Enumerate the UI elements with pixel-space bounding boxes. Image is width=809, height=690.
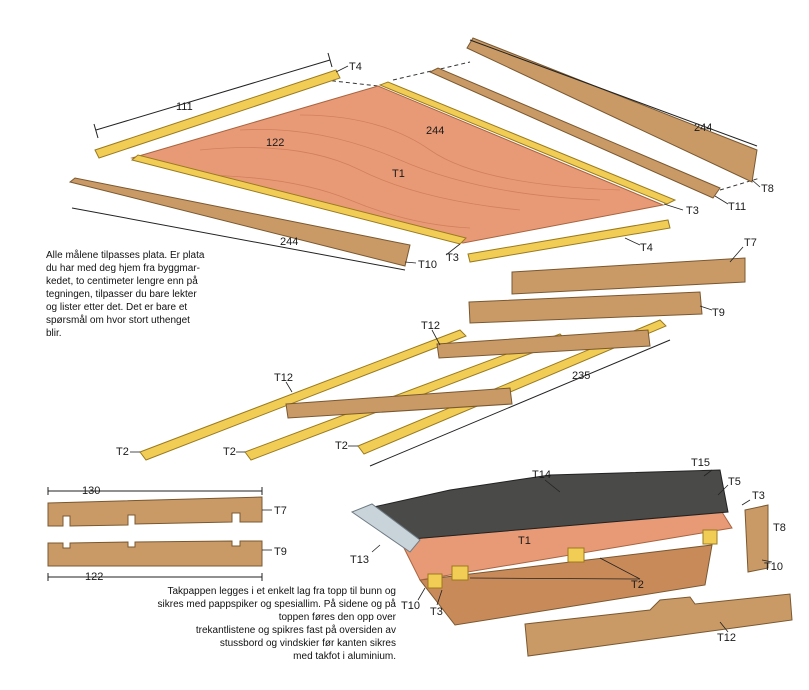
label-t3-lower-right: T3 xyxy=(752,490,765,502)
crossbar-t12-upper xyxy=(436,329,651,359)
block-t2-1 xyxy=(567,547,585,563)
leader-lines xyxy=(130,65,773,633)
label-t9: T9 xyxy=(712,307,725,319)
side-board-t8 xyxy=(744,504,769,573)
dim-235: 235 xyxy=(572,370,590,382)
label-t2-b: T2 xyxy=(223,446,236,458)
label-t8-top: T8 xyxy=(761,183,774,195)
block-t5 xyxy=(702,529,718,545)
note-line: spørsmål om hvor stort uthenget xyxy=(46,315,190,326)
finished-roof-detail xyxy=(350,469,769,626)
note-line: sikres med pappspiker og spesiallim. På … xyxy=(157,599,396,610)
profile-board-t7 xyxy=(47,496,263,527)
plywood-grain xyxy=(189,114,621,229)
block-t3 xyxy=(427,573,443,589)
label-t13: T13 xyxy=(350,554,369,566)
rafter-t2-c xyxy=(357,319,667,455)
label-t9-profile: T9 xyxy=(274,546,287,558)
block-t2-2 xyxy=(451,565,469,581)
board-t9 xyxy=(468,291,703,324)
label-t5: T5 xyxy=(728,476,741,488)
label-t15: T15 xyxy=(691,457,710,469)
label-t7-profile: T7 xyxy=(274,505,287,517)
alignment-lines xyxy=(324,61,761,191)
label-t12-lower: T12 xyxy=(717,632,736,644)
label-t1-lower: T1 xyxy=(518,535,531,547)
label-t10-lower-left: T10 xyxy=(401,600,420,612)
dim-122-plate: 122 xyxy=(266,137,284,149)
dim-130: 130 xyxy=(82,485,100,497)
note-line: stussbord og vindskier før kanten sikres xyxy=(219,638,396,649)
note-line: Alle målene tilpasses plata. Er plata xyxy=(46,250,205,261)
label-t4-top: T4 xyxy=(349,61,362,73)
note-line: og lister etter det. Det er bare et xyxy=(46,302,188,313)
label-t11: T11 xyxy=(728,201,746,213)
note-line: kedet, to centimeter lengre enn på xyxy=(46,276,198,287)
label-t10-left: T10 xyxy=(418,259,437,271)
dim-244-plate: 244 xyxy=(426,125,444,137)
note-line: med takfot i aluminium. xyxy=(293,651,396,662)
profile-board-t9 xyxy=(47,540,263,567)
note-line: toppen føres den opp over xyxy=(278,612,396,623)
board-t11 xyxy=(428,67,721,199)
label-t8-lower: T8 xyxy=(773,522,786,534)
note-line: du har med deg hjem fra byggmar- xyxy=(46,263,200,274)
lath-t4-bottom xyxy=(467,219,671,263)
lath-t3-right xyxy=(378,81,677,205)
dim-244-right: 244 xyxy=(694,122,712,134)
label-t14: T14 xyxy=(532,469,551,481)
lath-t3-bottom xyxy=(130,154,467,245)
label-t12-a: T12 xyxy=(421,320,440,332)
label-t1-upper: T1 xyxy=(392,168,405,180)
board-t10 xyxy=(68,177,411,267)
measurements-note: Alle målene tilpasses plata. Er plata du… xyxy=(46,249,226,340)
roofing-note: Takpappen legges i et enkelt lag fra top… xyxy=(140,585,396,663)
note-line: trekantlistene og spikres fast på oversi… xyxy=(195,625,396,636)
label-t3-upper-bottom: T3 xyxy=(446,252,459,264)
label-t12-b: T12 xyxy=(274,372,293,384)
note-line: tegningen, tilpasser du bare lekter xyxy=(46,289,197,300)
dim-244-left: 244 xyxy=(280,236,298,248)
label-t4-bottom: T4 xyxy=(640,242,653,254)
aluminium-drip-edge xyxy=(350,503,421,553)
label-t2-c: T2 xyxy=(335,440,348,452)
crossbar-t12-lower xyxy=(285,387,513,419)
rafter-frame xyxy=(139,319,667,461)
board-t8 xyxy=(466,37,758,183)
label-t2-a: T2 xyxy=(116,446,129,458)
label-t3-upper-right: T3 xyxy=(686,205,699,217)
dimension-lines xyxy=(47,39,758,581)
rafter-t2-a xyxy=(139,329,467,461)
wall-boards xyxy=(419,544,713,626)
label-t3-lower-left: T3 xyxy=(430,606,443,618)
note-line: blir. xyxy=(46,328,62,339)
label-t7: T7 xyxy=(744,237,757,249)
dim-122-profile: 122 xyxy=(85,571,103,583)
lath-t4-top xyxy=(94,69,341,159)
dim-111: 111 xyxy=(176,101,193,113)
note-line: Takpappen legges i et enkelt lag fra top… xyxy=(167,586,397,597)
board-t7 xyxy=(511,257,746,295)
label-t2-lower: T2 xyxy=(631,579,644,591)
label-t10-lower-right: T10 xyxy=(764,561,783,573)
notched-board-t12 xyxy=(524,593,793,657)
